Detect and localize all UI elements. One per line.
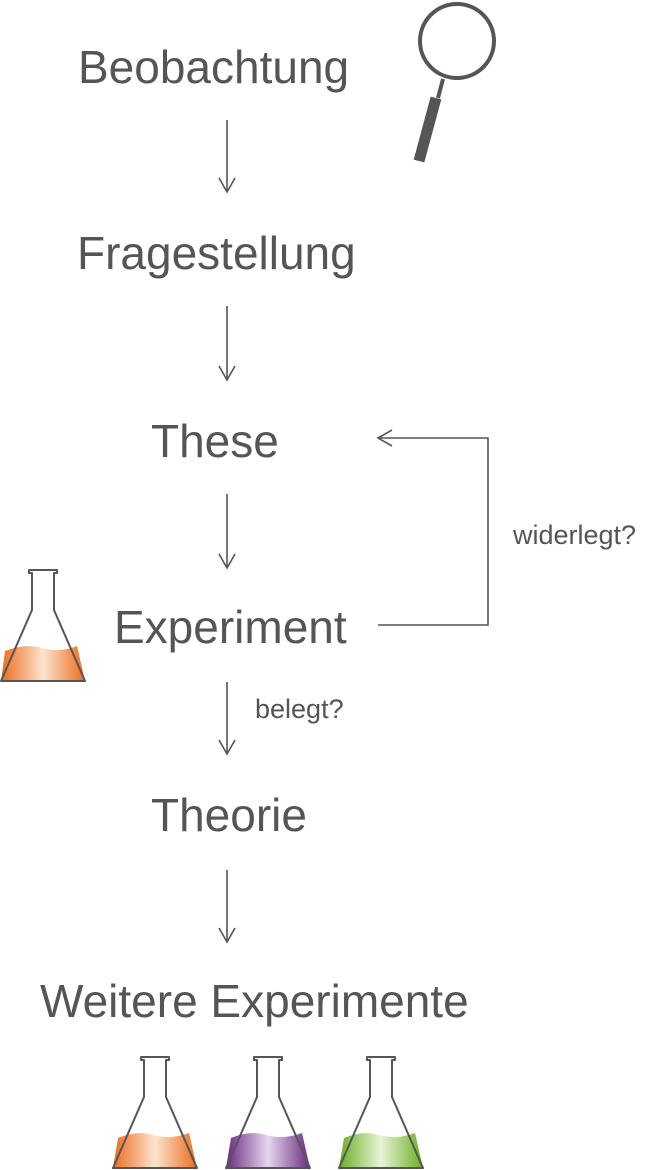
step-observation: Beobachtung (78, 41, 350, 93)
step-theory: Theorie (151, 789, 307, 841)
flask-icon (225, 1056, 311, 1169)
arrow-theory-to-further-experiments (218, 870, 236, 944)
arrow-experiment-to-theory (218, 682, 236, 756)
step-further-experiments: Weitere Experimente (40, 975, 469, 1027)
flask-icon (0, 569, 86, 682)
arrow-question-to-hypothesis (218, 306, 236, 382)
label-confirmed: belegt? (255, 694, 344, 724)
step-question: Fragestellung (77, 227, 356, 279)
arrow-hypothesis-to-experiment (218, 494, 236, 570)
flask-icon (338, 1056, 424, 1169)
magnifying-glass-icon (413, 2, 496, 163)
flask-icon (112, 1056, 198, 1169)
step-experiment: Experiment (114, 601, 347, 653)
label-refuted: widerlegt? (513, 520, 637, 550)
step-hypothesis: These (151, 415, 279, 467)
arrow-experiment-back-to-hypothesis (376, 429, 489, 626)
arrow-observation-to-question (218, 120, 236, 194)
